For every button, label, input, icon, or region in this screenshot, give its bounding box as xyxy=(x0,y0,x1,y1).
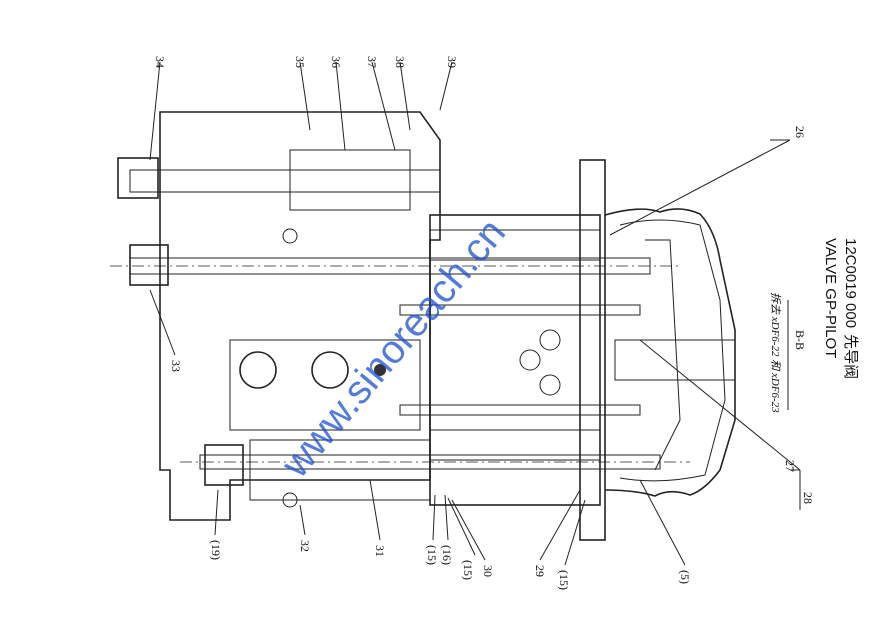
callout-15b: (15) xyxy=(461,560,475,580)
watermark: www.sinoreach.cn xyxy=(273,211,515,487)
callout-26: 26 xyxy=(793,126,807,138)
callout-37: 37 xyxy=(365,56,379,68)
ports xyxy=(239,228,561,508)
title-code: 12C0019 000先导阀 xyxy=(842,238,859,379)
callout-30: 30 xyxy=(481,565,495,577)
cover-plate xyxy=(429,159,606,541)
callout-29: 29 xyxy=(533,565,547,577)
callout-39: 39 xyxy=(445,56,459,68)
title-block: 12C0019 000先导阀 VALVE GP-PILOT B-B 拆去 xDF… xyxy=(769,238,859,413)
bellows-boot xyxy=(604,208,736,497)
callout-15a: (15) xyxy=(425,545,439,565)
callout-34: 34 xyxy=(153,56,167,68)
callout-38: 38 xyxy=(393,56,407,68)
callout-27: 27 xyxy=(783,460,797,472)
callout-16: (16) xyxy=(440,545,454,565)
section-note: 拆去 xDF6-22 和 xDF6-23 xyxy=(769,292,782,413)
section-label: B-B xyxy=(793,330,807,350)
callout-31: 31 xyxy=(373,545,387,557)
callout-5: (5) xyxy=(678,570,692,584)
callout-19: (19) xyxy=(209,540,223,560)
callout-33: 33 xyxy=(169,360,183,372)
callout-35: 35 xyxy=(293,56,307,68)
title-en: VALVE GP-PILOT xyxy=(822,238,839,358)
callout-15c: (15) xyxy=(557,570,571,590)
callouts: 34 35 36 37 38 39 26 33 27 28 (19) 32 31… xyxy=(153,56,815,590)
callout-28: 28 xyxy=(801,492,815,504)
leader-lines xyxy=(149,61,801,566)
tie-bolts xyxy=(129,169,661,470)
hex-nuts xyxy=(117,157,244,486)
callout-36: 36 xyxy=(329,56,343,68)
callout-32: 32 xyxy=(298,540,312,552)
